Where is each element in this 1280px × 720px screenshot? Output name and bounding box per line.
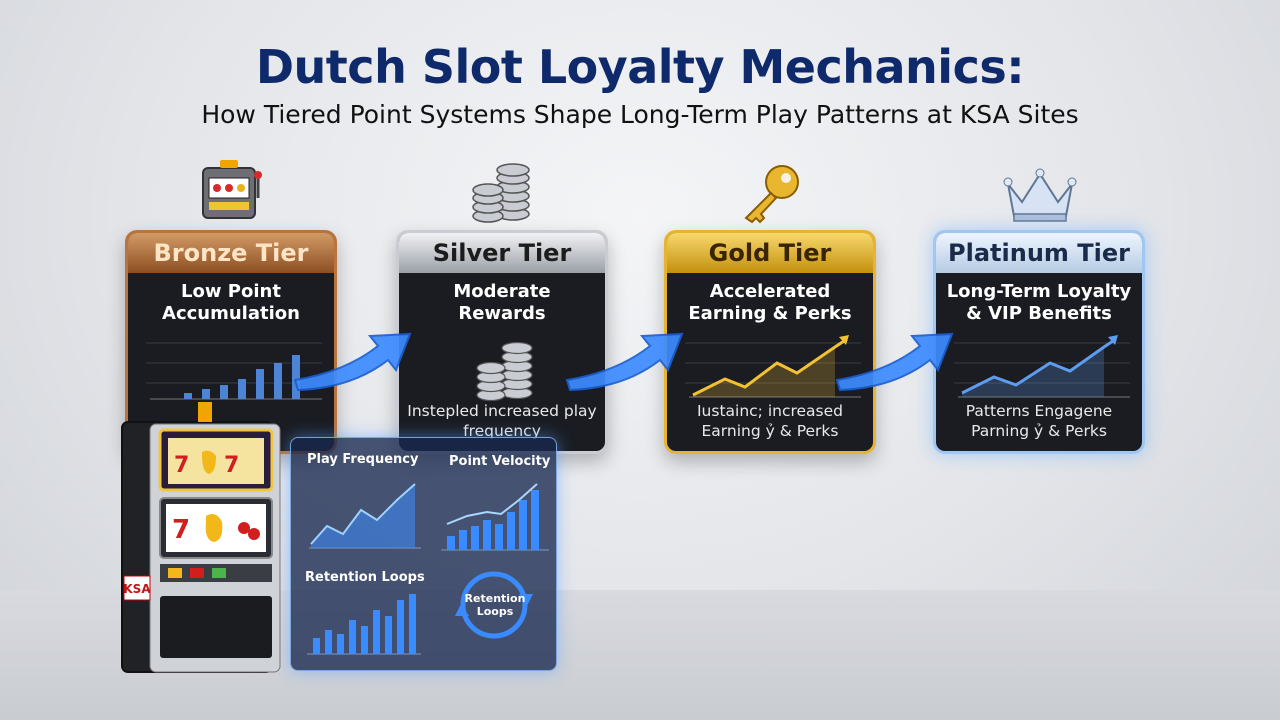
slot-machine-icon: 7 7 7 KSA [121,402,281,673]
key-icon [744,165,799,224]
page-subtitle: How Tiered Point Systems Shape Long-Term… [201,100,1079,129]
tier-footer: Patterns Engagene Parning ỷ & Perks [965,402,1113,440]
svg-text:7: 7 [174,453,189,478]
tier-card-silver: Silver Tier Moderate Rewards Instepled i… [396,230,608,454]
play-frequency-label: Play Frequency [307,452,419,467]
page-title: Dutch Slot Loyalty Mechanics: [255,40,1025,94]
point-velocity-chart [441,483,549,551]
tier-footer: Iustainc; increased Earning ỷ & Perks [696,402,844,440]
point-velocity-label: Point Velocity [449,454,551,469]
tier-description: Accelerated Earning & Perks [688,281,852,324]
tier-title: Bronze Tier [128,233,334,273]
tier-footer: Instepled increased play frequency [407,402,597,440]
slot-machine-icon [202,160,262,219]
play-frequency-chart [309,483,421,549]
svg-text:7: 7 [224,453,239,478]
crown-icon [1003,168,1077,222]
tier-title: Silver Tier [399,233,605,273]
tier-title: Platinum Tier [936,233,1142,273]
svg-text:7: 7 [172,515,190,545]
retention-loops-chart [307,594,421,655]
tier-description: Low Point Accumulation [162,281,300,324]
arrow-silver-to-gold-icon [565,332,684,392]
retention-loop-cycle-icon [455,571,533,639]
platinum-line-chart [954,335,1130,398]
arrow-bronze-to-silver-icon [293,332,412,392]
gold-line-chart [685,335,861,398]
tier-card-gold: Gold Tier Accelerated Earning & Perks Iu… [664,230,876,454]
analytics-dashboard-panel: Play Frequency Point Velocity Retention … [290,437,557,671]
arrow-gold-to-platinum-icon [835,332,954,392]
coin-stack-icon [472,163,530,223]
retention-loops-icon-label: Retention Loops [464,592,526,618]
tier-description: Moderate Rewards [453,281,551,324]
tier-title: Gold Tier [667,233,873,273]
tier-card-platinum: Platinum Tier Long-Term Loyalty & VIP Be… [933,230,1145,454]
ksa-brand-label: KSA [123,582,151,596]
coin-stack-icon [476,341,533,402]
retention-loops-label: Retention Loops [305,570,425,585]
bronze-bar-chart [146,342,322,400]
tier-description: Long-Term Loyalty & VIP Benefits [946,281,1132,324]
